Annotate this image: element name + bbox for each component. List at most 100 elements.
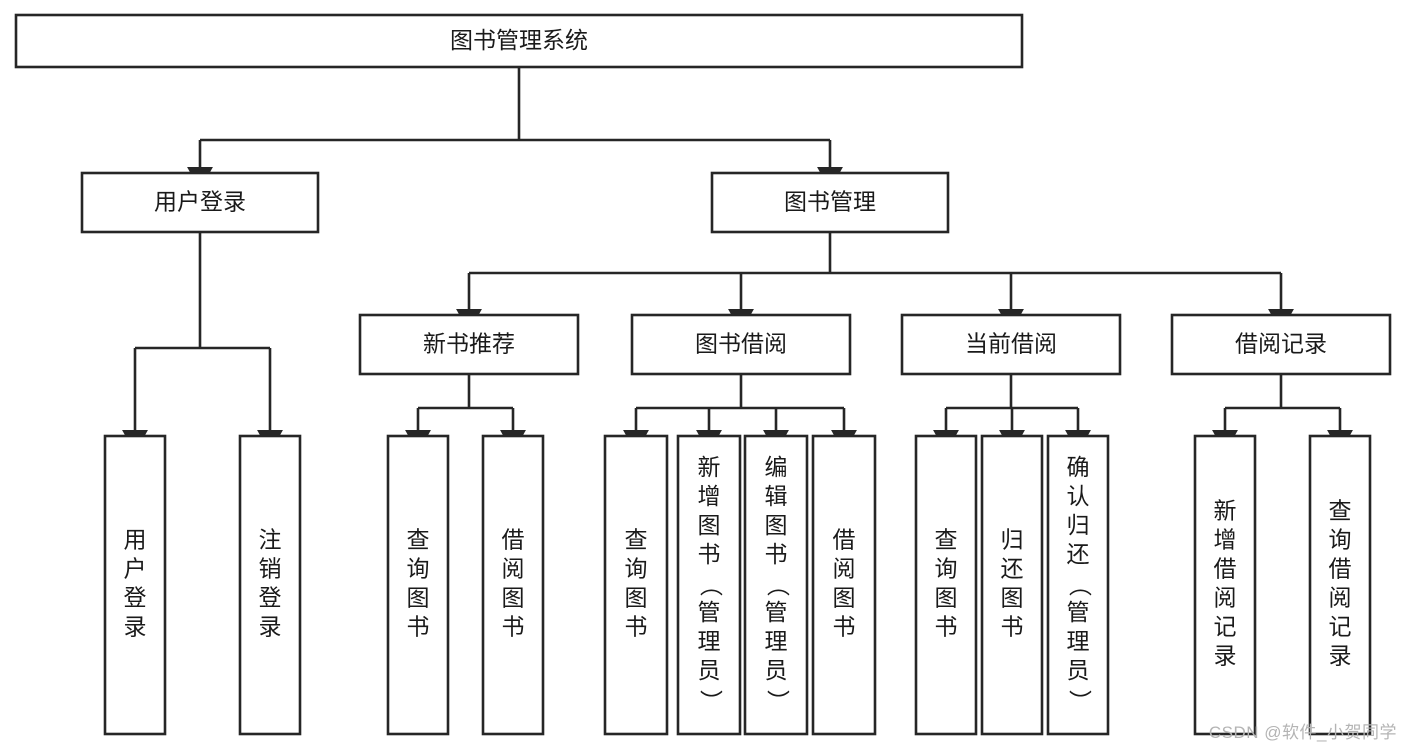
node-box-root: [14, 13, 1024, 69]
node-root[interactable]: 图书管理系统: [14, 13, 1024, 69]
node-box-user-login-do: [103, 434, 167, 736]
node-label-user-login-do-char-1: 户: [124, 556, 147, 582]
node-label-add-book-admin-char-5: 管: [698, 599, 721, 625]
node-label-add-book-admin-char-0: 新: [698, 454, 721, 480]
node-label-query-book-2-char-1: 询: [625, 556, 648, 582]
watermark-text: CSDN @软件_小贺同学: [1208, 723, 1397, 742]
node-label-return-book-char-1: 还: [1001, 556, 1024, 582]
node-label-query-borrow-record-char-1: 询: [1329, 527, 1352, 553]
node-box-query-book-2: [603, 434, 669, 736]
node-label-borrow-book-1-char-1: 阅: [502, 556, 525, 582]
node-box-query-book-1: [386, 434, 450, 736]
node-label-confirm-return-admin-char-4: （: [1067, 574, 1093, 597]
node-box-return-book: [980, 434, 1044, 736]
node-label-query-book-1-char-0: 查: [407, 527, 430, 553]
node-label-user-login-do-char-2: 登: [124, 585, 147, 611]
node-box-add-borrow-record: [1193, 434, 1257, 736]
node-label-query-borrow-record-char-5: 录: [1329, 643, 1352, 669]
node-label-user-login: 用户登录: [154, 189, 246, 215]
node-label-confirm-return-admin-char-2: 归: [1067, 512, 1090, 538]
node-label-query-book-3-char-3: 书: [935, 614, 958, 640]
node-label-add-book-admin-char-4: （: [698, 574, 724, 597]
node-current-borrow[interactable]: 当前借阅: [900, 313, 1122, 376]
node-label-add-borrow-record-char-0: 新: [1214, 498, 1237, 524]
node-label-edit-book-admin-char-1: 辑: [765, 483, 788, 509]
node-label-confirm-return-admin-char-6: 理: [1067, 628, 1090, 654]
node-label-borrow-book-1-char-2: 图: [502, 585, 525, 611]
node-label-confirm-return-admin-char-7: 员: [1067, 657, 1090, 683]
node-label-add-book-admin-char-3: 书: [698, 541, 721, 567]
node-label-edit-book-admin-char-0: 编: [765, 454, 788, 480]
node-label-add-book-admin-char-8: ）: [698, 690, 724, 713]
node-label-book-borrow: 图书借阅: [695, 331, 787, 357]
node-label-query-borrow-record-char-2: 借: [1329, 556, 1352, 582]
node-label-add-borrow-record-char-5: 录: [1214, 643, 1237, 669]
node-label-query-book-2-char-2: 图: [625, 585, 648, 611]
node-label-add-borrow-record-char-1: 增: [1214, 527, 1237, 553]
node-user-login-do[interactable]: 用户登录: [103, 434, 167, 736]
node-book-borrow[interactable]: 图书借阅: [630, 313, 852, 376]
node-new-book-recommend[interactable]: 新书推荐: [358, 313, 580, 376]
node-label-confirm-return-admin-char-1: 认: [1067, 483, 1090, 509]
node-label-book-manage: 图书管理: [784, 189, 876, 215]
node-label-query-book-1-char-2: 图: [407, 585, 430, 611]
node-label-add-book-admin-char-2: 图: [698, 512, 721, 538]
node-label-query-book-2-char-0: 查: [625, 527, 648, 553]
node-label-query-borrow-record-char-3: 阅: [1329, 585, 1352, 611]
node-label-current-borrow: 当前借阅: [965, 331, 1057, 357]
node-label-borrow-book-2-char-2: 图: [833, 585, 856, 611]
node-label-query-book-3-char-1: 询: [935, 556, 958, 582]
node-borrow-record[interactable]: 借阅记录: [1170, 313, 1392, 376]
node-box-user-login: [80, 171, 320, 234]
node-label-edit-book-admin-char-2: 图: [765, 512, 788, 538]
node-label-add-book-admin-char-6: 理: [698, 628, 721, 654]
node-label-user-logout-char-0: 注: [259, 527, 282, 553]
node-box-current-borrow: [900, 313, 1122, 376]
node-label-query-book-2-char-3: 书: [625, 614, 648, 640]
node-label-edit-book-admin-char-5: 管: [765, 599, 788, 625]
node-box-new-book-recommend: [358, 313, 580, 376]
node-label-add-book-admin-char-7: 员: [698, 657, 721, 683]
node-label-user-login-do-char-3: 录: [124, 614, 147, 640]
node-label-query-book-1-char-3: 书: [407, 614, 430, 640]
node-boxes: 图书管理系统用户登录用户登录注销登录图书管理新书推荐查询图书借阅图书图书借阅查询…: [14, 13, 1392, 736]
node-label-query-book-1-char-1: 询: [407, 556, 430, 582]
node-user-login[interactable]: 用户登录: [80, 171, 320, 234]
node-book-manage[interactable]: 图书管理: [710, 171, 950, 234]
node-box-borrow-book-1: [481, 434, 545, 736]
node-label-confirm-return-admin-char-5: 管: [1067, 599, 1090, 625]
node-box-query-borrow-record: [1308, 434, 1372, 736]
node-label-new-book-recommend: 新书推荐: [423, 331, 515, 357]
node-label-query-borrow-record-char-0: 查: [1329, 498, 1352, 524]
node-label-edit-book-admin-char-8: ）: [765, 690, 791, 713]
node-label-borrow-book-1-char-3: 书: [502, 614, 525, 640]
node-label-borrow-book-2-char-3: 书: [833, 614, 856, 640]
node-label-query-book-3-char-2: 图: [935, 585, 958, 611]
node-box-book-manage: [710, 171, 950, 234]
node-box-user-logout: [238, 434, 302, 736]
node-label-confirm-return-admin-char-3: 还: [1067, 541, 1090, 567]
node-label-edit-book-admin-char-4: （: [765, 574, 791, 597]
node-label-confirm-return-admin-char-0: 确: [1067, 454, 1090, 480]
node-box-book-borrow: [630, 313, 852, 376]
node-label-query-borrow-record-char-4: 记: [1329, 614, 1352, 640]
node-box-borrow-record: [1170, 313, 1392, 376]
node-label-borrow-book-1-char-0: 借: [502, 527, 525, 553]
node-label-borrow-record: 借阅记录: [1235, 331, 1327, 357]
node-label-edit-book-admin-char-6: 理: [765, 628, 788, 654]
node-label-add-borrow-record-char-4: 记: [1214, 614, 1237, 640]
